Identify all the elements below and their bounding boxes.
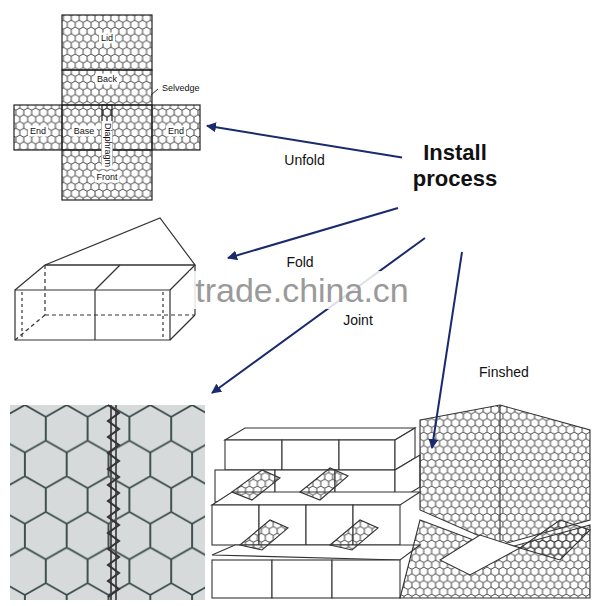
step-label: Joint <box>340 312 376 328</box>
drawing-part <box>21 292 22 338</box>
panel-label: Lid <box>99 33 115 44</box>
drawing-part <box>339 440 395 470</box>
drawing-part <box>499 405 500 545</box>
drawing-part <box>432 252 462 448</box>
step-label: Finshed <box>476 364 532 380</box>
drawing-part <box>14 105 62 150</box>
drawing-part <box>95 265 120 290</box>
drawing-part <box>225 440 282 470</box>
drawing-part <box>45 314 195 315</box>
joint-photo <box>10 405 205 600</box>
drawing-part <box>10 405 205 600</box>
drawing-part <box>228 208 398 258</box>
drawing-part <box>212 560 272 598</box>
drawing-part <box>10 405 205 600</box>
drawing-part <box>162 292 163 338</box>
panel-label: Diaphragm <box>102 121 113 169</box>
drawing-part <box>152 105 200 150</box>
drawing-part <box>225 428 415 440</box>
panel-label: End <box>166 126 186 137</box>
drawing-part <box>240 520 288 550</box>
drawing-part <box>44 265 45 315</box>
drawing-part <box>282 440 339 470</box>
drawing-part <box>232 470 280 500</box>
drawing-part <box>400 520 590 598</box>
drawing-part <box>440 535 520 575</box>
drawing-part <box>212 238 425 393</box>
leader-line <box>151 89 158 95</box>
drawing-part <box>170 315 195 340</box>
process-title: Install process <box>405 140 505 192</box>
drawing-part <box>15 315 45 340</box>
unfolded-net <box>14 15 200 200</box>
step-label: Fold <box>283 254 316 270</box>
drawing-part <box>62 15 152 70</box>
drawing-part <box>332 560 400 598</box>
pointer-arrows <box>212 208 462 448</box>
panel-label: Selvedge <box>160 83 202 94</box>
panel-label: Front <box>94 172 119 183</box>
drawing-part <box>45 218 195 265</box>
net-diagram: LidBackSelvedgeEnd Base Diaphragm EndFront <box>14 15 204 205</box>
panel-label: Base <box>72 126 97 137</box>
drawing-part <box>108 405 119 597</box>
drawing-part <box>212 545 420 560</box>
drawing-part <box>330 520 378 550</box>
finished-wall <box>212 405 590 598</box>
title-node: Install process <box>405 140 505 192</box>
folded-box <box>15 218 195 340</box>
drawing-part <box>62 70 152 105</box>
step-label: Unfold <box>281 152 327 168</box>
panel-label: End <box>28 126 48 137</box>
watermark: trade.china.cn <box>189 271 415 309</box>
drawing-part <box>520 520 590 560</box>
panel-label: Back <box>95 74 119 85</box>
drawing-part <box>15 265 45 290</box>
drawing-part <box>300 468 348 500</box>
drawing-part <box>272 560 332 598</box>
